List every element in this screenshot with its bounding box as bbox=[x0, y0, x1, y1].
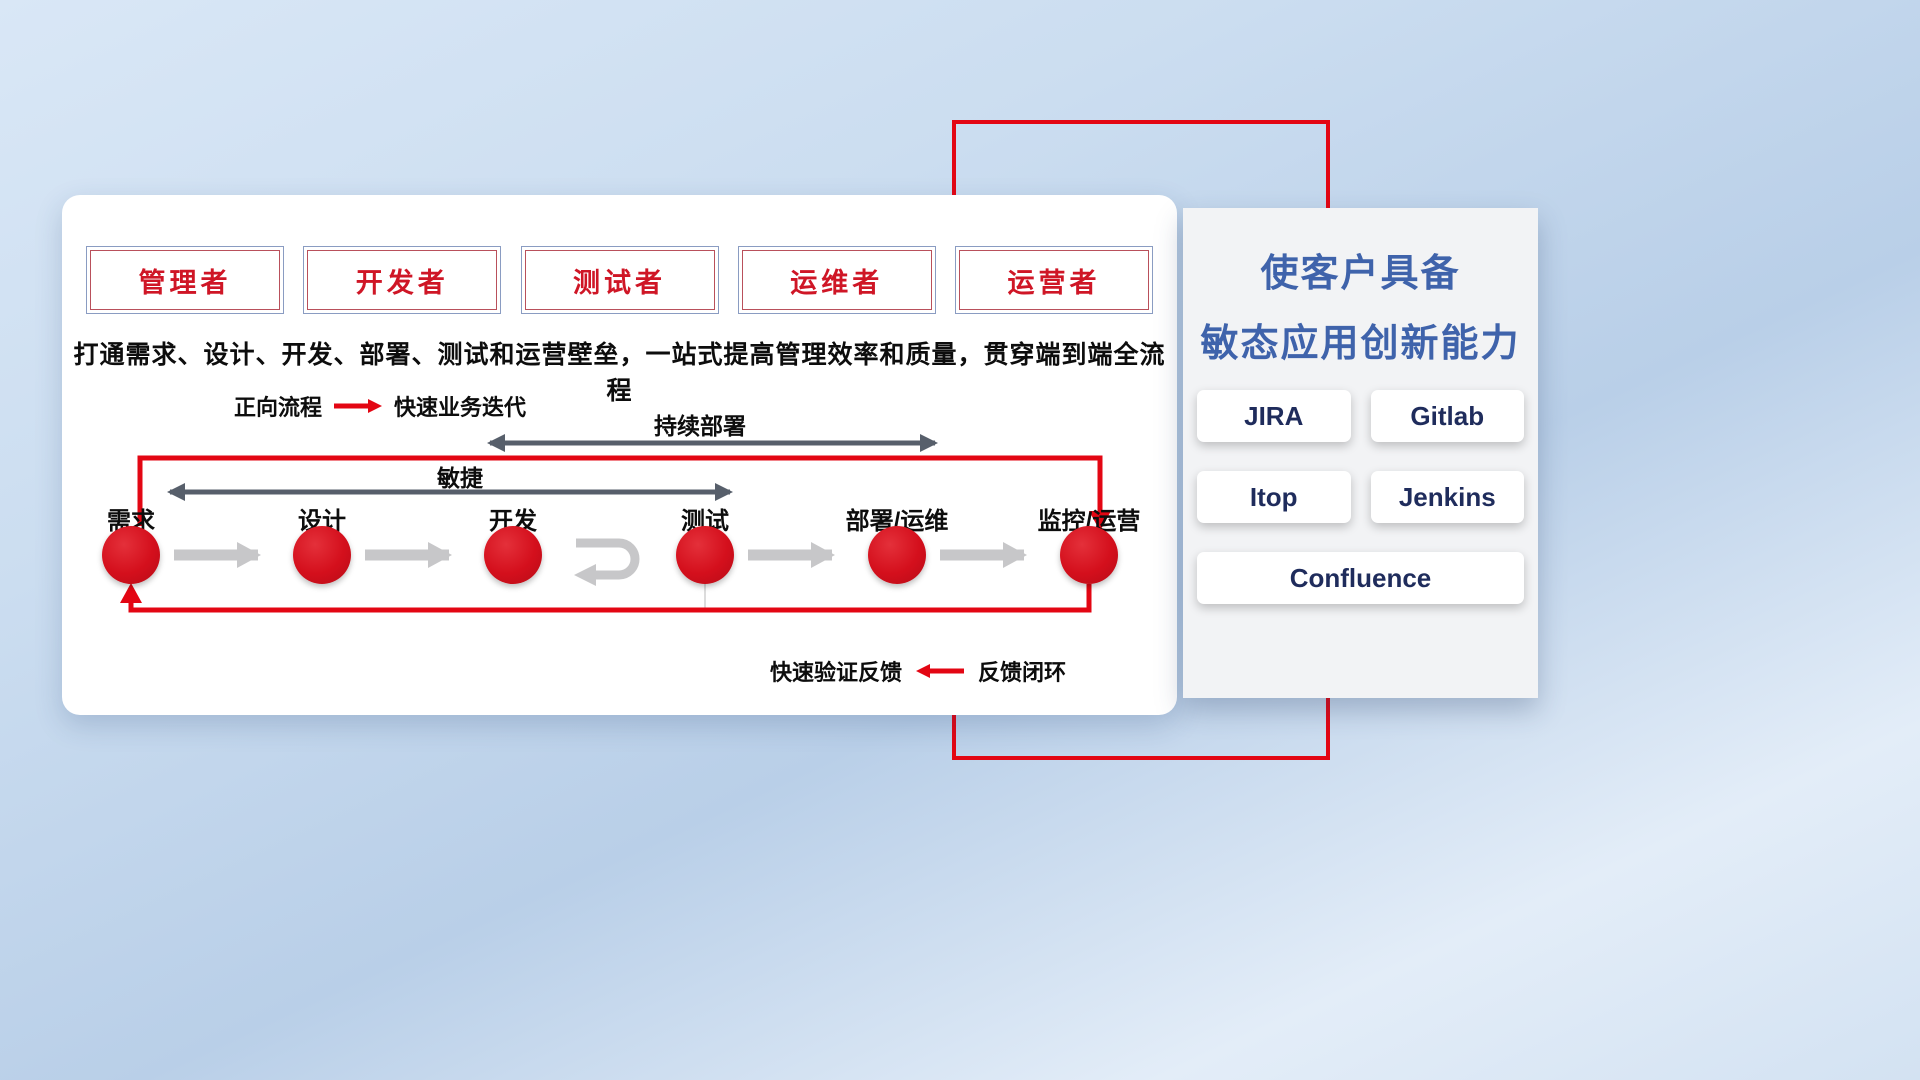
role-box-operator: 运维者 bbox=[737, 246, 936, 314]
legend-forward-label: 正向流程 bbox=[234, 395, 323, 420]
legend-forward: 正向流程 快速业务迭代 bbox=[234, 390, 526, 422]
role-box-developer: 开发者 bbox=[303, 246, 502, 314]
iteration-uturn-arrow-icon bbox=[576, 538, 640, 580]
devops-flow-card: 管理者 开发者 测试者 运维者 运营者 打通需求、设计、开发、部署、测试和运营壁… bbox=[62, 195, 1177, 715]
roles-row: 管理者 开发者 测试者 运维者 运营者 bbox=[86, 246, 1153, 314]
stage-dot-deploy-ops bbox=[868, 526, 926, 584]
legend-feedback: 快速验证反馈 反馈闭环 bbox=[770, 655, 1066, 687]
stage-dot-monitor-ops bbox=[1060, 526, 1118, 584]
continuous-deploy-label: 持续部署 bbox=[654, 413, 746, 439]
tool-jira: JIRA bbox=[1197, 390, 1351, 442]
role-box-manager: 管理者 bbox=[86, 246, 284, 314]
forward-arrow-icon bbox=[334, 399, 383, 413]
stage-dot-requirements bbox=[102, 526, 160, 584]
flow-description: 打通需求、设计、开发、部署、测试和运营壁垒，一站式提高管理效率和质量，贯穿端到端… bbox=[73, 341, 1166, 405]
role-box-business-operator: 运营者 bbox=[955, 246, 1153, 314]
tool-itop: Itop bbox=[1197, 471, 1351, 523]
legend-forward-value: 快速业务迭代 bbox=[394, 395, 527, 420]
legend-feedback-label: 快速验证反馈 bbox=[770, 660, 903, 685]
role-box-tester: 测试者 bbox=[520, 246, 719, 314]
legend-feedback-value: 反馈闭环 bbox=[978, 660, 1067, 685]
capability-panel: 使客户具备 敏态应用创新能力 JIRA Gitlab Itop Jenkins … bbox=[1183, 208, 1538, 698]
tool-jenkins: Jenkins bbox=[1370, 471, 1524, 523]
tool-confluence: Confluence bbox=[1197, 552, 1524, 604]
tools-grid: JIRA Gitlab Itop Jenkins Confluence bbox=[1197, 390, 1524, 604]
feedback-loop-up-arrowhead bbox=[120, 583, 142, 603]
stage-dot-design bbox=[293, 526, 351, 584]
agile-label: 敏捷 bbox=[437, 465, 483, 491]
stage-dot-testing bbox=[676, 526, 734, 584]
feedback-arrow-icon bbox=[916, 664, 965, 678]
panel-title-line1: 使客户具备 bbox=[1260, 253, 1461, 295]
panel-title-line2: 敏态应用创新能力 bbox=[1200, 323, 1521, 365]
feedback-loop-bottom-line bbox=[128, 584, 1092, 613]
tool-gitlab: Gitlab bbox=[1370, 390, 1524, 442]
iteration-uturn-arrowhead bbox=[574, 564, 596, 586]
stage-dot-development bbox=[484, 526, 542, 584]
